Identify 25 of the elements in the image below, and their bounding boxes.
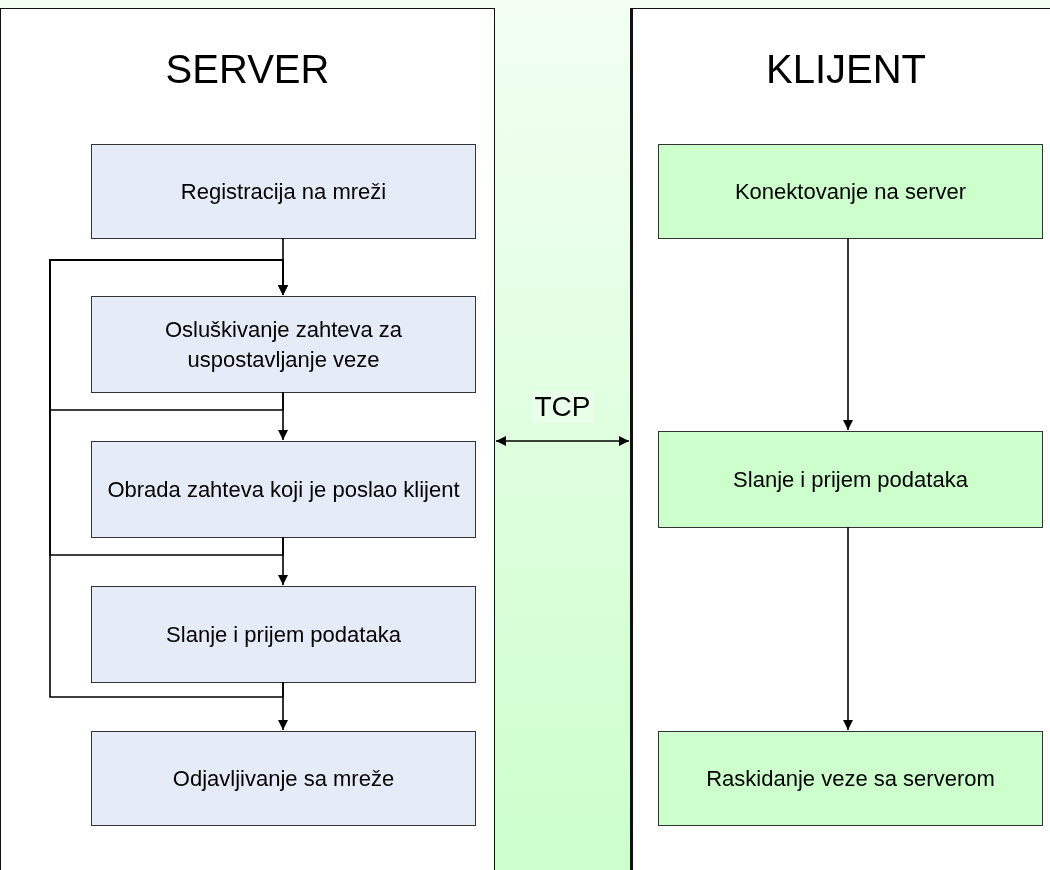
container-panel — [630, 8, 1050, 870]
edge-label: TCP — [531, 391, 594, 423]
box-label: Slanje i prijem podataka — [732, 465, 969, 494]
container-panel — [0, 8, 495, 870]
panel-title: KLIJENT — [764, 47, 927, 92]
process-box — [91, 731, 476, 826]
process-box — [658, 144, 1043, 239]
panel-title: SERVER — [164, 47, 331, 92]
box-label: Registracija na mreži — [179, 177, 388, 206]
box-label: Slanje i prijem podataka — [165, 620, 402, 649]
box-label: Raskidanje veze sa serverom — [705, 764, 996, 793]
box-label: Obrada zahteva koji je poslao klijent — [106, 475, 461, 504]
process-box — [91, 144, 476, 239]
arrow — [843, 237, 853, 431]
box-label: Konektovanje na server — [733, 177, 968, 206]
process-box — [91, 296, 476, 393]
loop-arrow — [49, 259, 288, 698]
double-arrow — [495, 436, 630, 446]
process-box — [658, 431, 1043, 528]
process-box — [658, 731, 1043, 826]
box-label: Odjavljivanje sa mreže — [171, 764, 396, 793]
process-box — [91, 586, 476, 683]
process-box — [91, 441, 476, 538]
arrow — [843, 526, 853, 731]
box-label: Osluškivanje zahteva za uspostavljanje veze — [163, 315, 404, 374]
